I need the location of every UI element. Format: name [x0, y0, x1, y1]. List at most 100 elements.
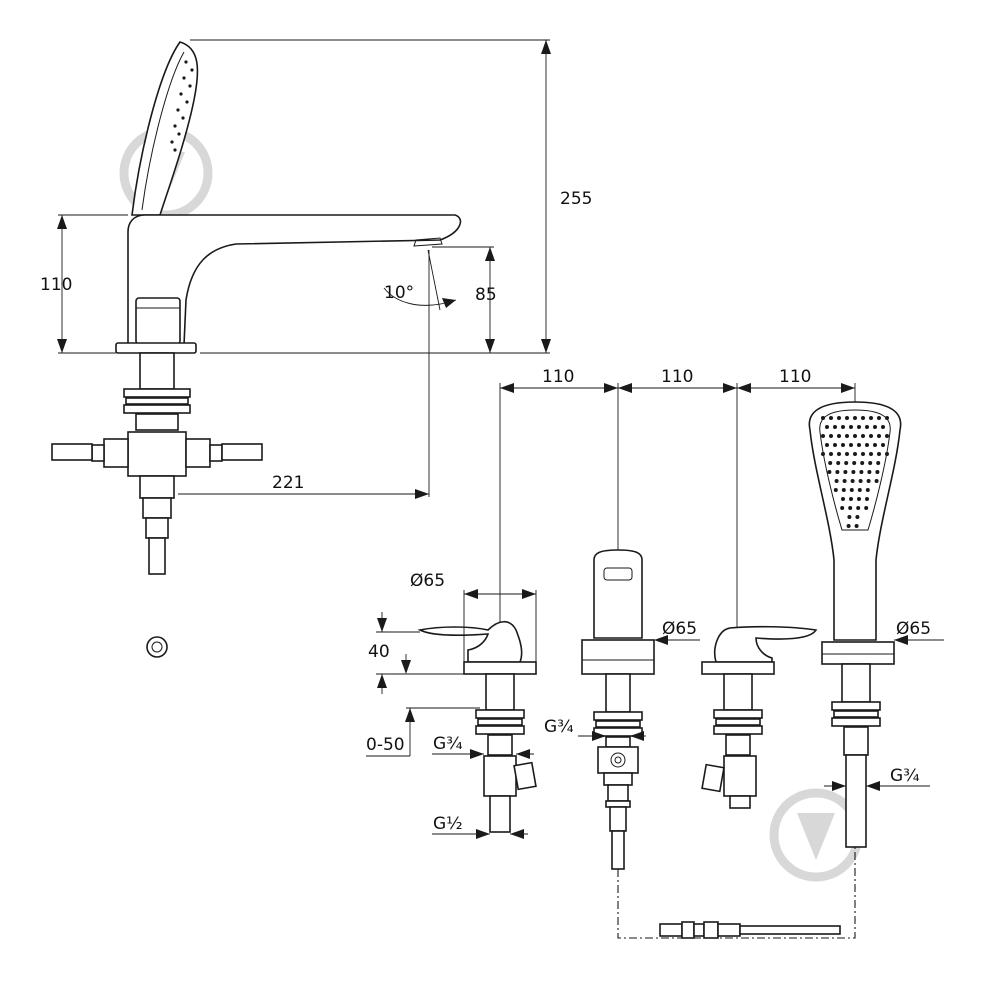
shower-hole — [859, 470, 864, 474]
dim-angle-10: 10° — [383, 249, 457, 311]
label-255: 255 — [560, 189, 592, 209]
shower-hole — [869, 416, 873, 420]
shower-hose — [617, 847, 856, 939]
shower-hole — [847, 515, 852, 519]
shower-hole — [834, 479, 839, 483]
shower-hole — [825, 443, 829, 447]
shower-hole — [829, 416, 833, 420]
shower-hole — [864, 506, 869, 510]
shower-hole — [827, 470, 832, 474]
shower-hole — [829, 434, 833, 438]
shower-hole — [837, 416, 841, 420]
dim-221: 221 — [178, 250, 430, 499]
shower-hole — [837, 434, 841, 438]
label-g12-left: G½ — [433, 814, 463, 834]
shower-hole — [874, 479, 879, 483]
shower-hole — [821, 416, 825, 420]
shower-hole — [877, 452, 881, 456]
label-g34-left: G¾ — [433, 734, 463, 754]
shower-hole — [850, 479, 855, 483]
label-221: 221 — [272, 473, 304, 493]
shower-hole — [861, 434, 865, 438]
label-40: 40 — [368, 642, 390, 662]
shower-hole — [865, 497, 869, 501]
shower-hole — [853, 434, 857, 438]
shower-hole — [849, 443, 853, 447]
shower-hole — [849, 425, 853, 429]
shower-hole — [821, 434, 825, 438]
shower-hole — [849, 488, 854, 492]
dim-85: 85 — [432, 246, 497, 353]
shower-hole — [837, 452, 841, 456]
hand-shower-front — [808, 401, 902, 848]
shower-hole — [852, 461, 857, 465]
shower-hole — [861, 416, 865, 420]
shower-hole — [865, 443, 869, 447]
dim-255: 255 — [190, 39, 592, 354]
shower-hole — [821, 452, 825, 456]
shower-hole — [857, 497, 861, 501]
shower-hole — [858, 479, 863, 483]
shower-hole — [842, 479, 847, 483]
label-diam-shower: Ø65 — [896, 619, 931, 639]
shower-hole — [868, 461, 873, 465]
dim-110-body: 110 — [40, 214, 128, 354]
label-diam-spout: Ø65 — [662, 619, 697, 639]
shower-hole — [855, 515, 860, 519]
shower-hole — [841, 488, 846, 492]
label-10deg: 10° — [384, 283, 414, 303]
shower-hole — [873, 425, 877, 429]
shower-hole — [856, 506, 861, 510]
label-spacing-1: 110 — [542, 367, 574, 387]
shower-hole — [866, 479, 871, 483]
shower-hole — [877, 416, 881, 420]
shower-hole — [845, 434, 849, 438]
shower-hole — [841, 443, 845, 447]
left-handle-valve — [417, 620, 537, 833]
shower-hole — [881, 425, 885, 429]
label-110-body: 110 — [40, 275, 72, 295]
side-view-mixer — [51, 41, 462, 658]
shower-hole — [865, 488, 870, 492]
shower-hole — [844, 461, 849, 465]
shower-hole — [829, 452, 833, 456]
shower-hole — [846, 524, 851, 528]
shower-hole — [843, 470, 848, 474]
shower-hole — [833, 425, 837, 429]
shower-hole — [867, 470, 872, 474]
shower-hole — [869, 434, 873, 438]
shower-hole — [857, 443, 861, 447]
shower-hole — [876, 461, 881, 465]
dim-spout: Ø65 G¾ — [544, 619, 700, 741]
shower-hole — [840, 506, 845, 510]
label-0-50: 0-50 — [366, 735, 405, 755]
spout-front — [581, 549, 655, 870]
shower-hole — [857, 425, 861, 429]
shower-hole — [833, 443, 837, 447]
shower-hole — [857, 488, 862, 492]
shower-holes-side — [170, 60, 194, 152]
dim-spacing: 110 110 110 — [499, 367, 856, 660]
shower-hole — [853, 452, 857, 456]
shower-hole — [861, 452, 865, 456]
shower-hole — [841, 425, 845, 429]
shower-hole — [848, 506, 853, 510]
shower-hole — [885, 452, 889, 456]
shower-hole — [841, 497, 845, 501]
shower-hole — [865, 425, 869, 429]
label-g34-spout: G¾ — [544, 717, 574, 737]
shower-hole — [885, 434, 889, 438]
shower-hole — [825, 425, 829, 429]
shower-hole — [835, 470, 840, 474]
shower-hole — [873, 443, 877, 447]
label-85: 85 — [475, 285, 497, 305]
right-handle-valve — [701, 625, 818, 809]
shower-hole — [869, 452, 873, 456]
shower-hole — [860, 461, 865, 465]
label-diam-left: Ø65 — [410, 571, 445, 591]
dim-shower: Ø65 G¾ — [824, 619, 944, 791]
shower-hole — [851, 470, 856, 474]
shower-hole — [885, 416, 889, 420]
shower-hole — [854, 524, 859, 528]
shower-hole — [836, 461, 841, 465]
